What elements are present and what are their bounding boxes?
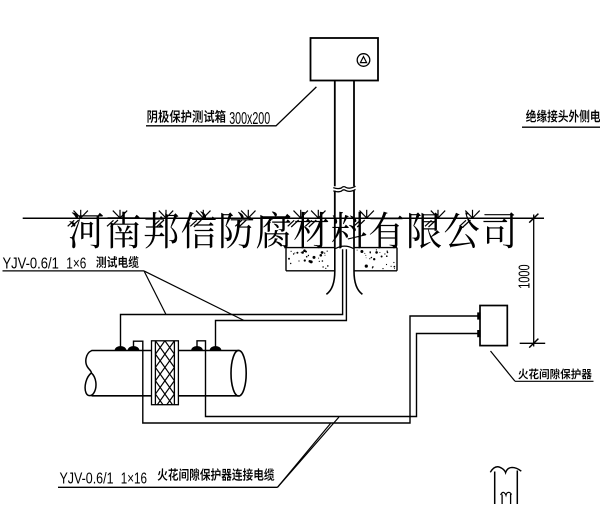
svg-text:YJV-0.6/1: YJV-0.6/1 (3, 255, 59, 272)
svg-text:1×16: 1×16 (121, 470, 147, 487)
svg-text:300x200: 300x200 (229, 108, 270, 128)
svg-text:YJV-0.6/1: YJV-0.6/1 (60, 470, 114, 487)
svg-text:1×6: 1×6 (66, 255, 86, 272)
svg-text:1000: 1000 (517, 264, 534, 288)
